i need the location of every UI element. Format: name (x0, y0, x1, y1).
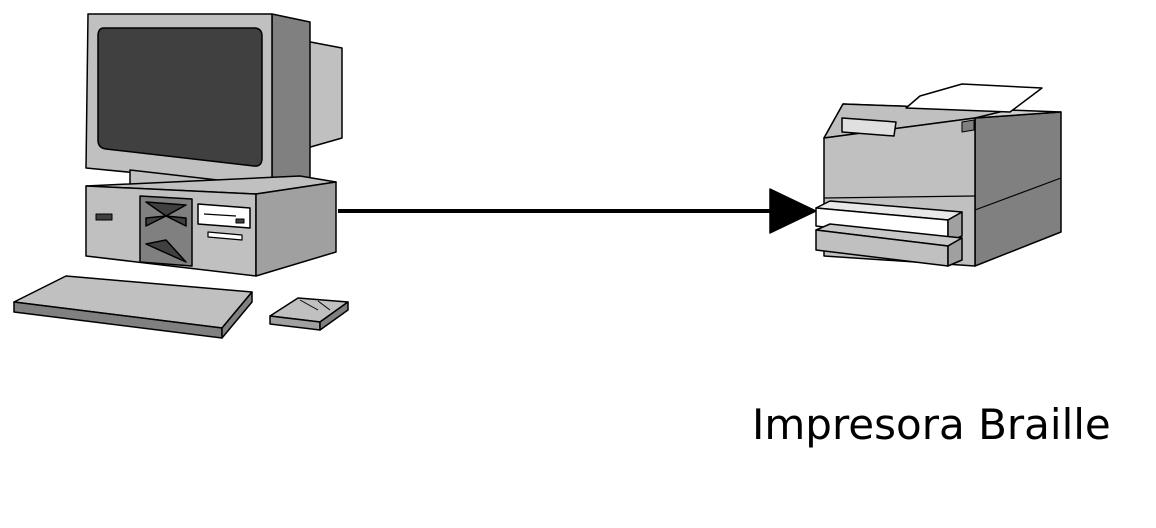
mouse-icon (269, 297, 349, 331)
arrow-head-icon (769, 188, 817, 234)
keyboard-icon (13, 275, 253, 339)
printer-icon (815, 83, 1062, 267)
connection-arrow (338, 188, 817, 234)
printer-label: Impresora Braille (752, 400, 1111, 449)
desktop-computer-icon (85, 13, 343, 277)
